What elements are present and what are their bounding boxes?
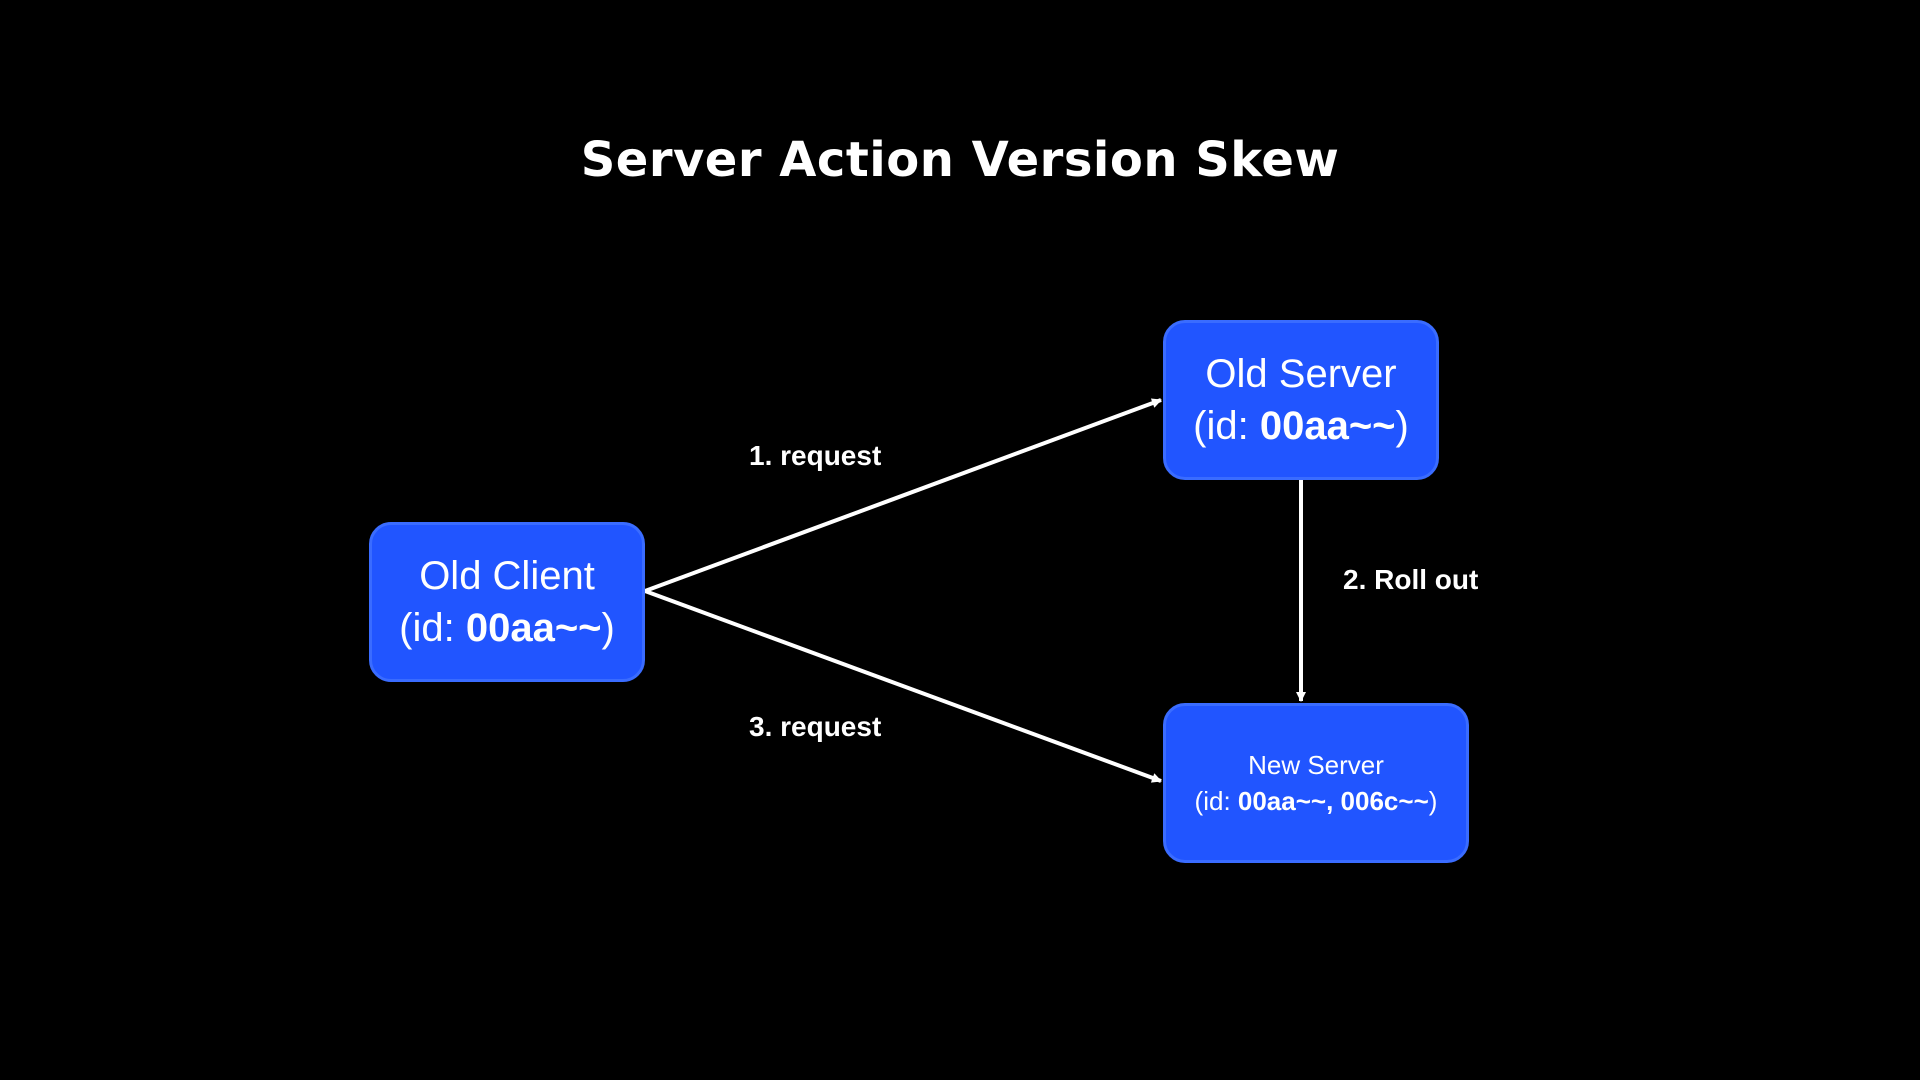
id-prefix: (id: <box>399 606 466 650</box>
edge-label-roll-out: 2. Roll out <box>1343 564 1479 595</box>
id-prefix: (id: <box>1193 404 1260 448</box>
id-prefix: (id: <box>1194 786 1238 816</box>
node-old-server-id-line: (id: 00aa~~) <box>1193 400 1409 452</box>
node-old-client-name: Old Client <box>419 554 595 598</box>
edge-request-3-arrow <box>644 589 1162 783</box>
id-suffix: ) <box>1428 786 1438 816</box>
id-suffix: ) <box>601 606 615 650</box>
node-new-server-ids: 00aa~~, 006c~~ <box>1237 786 1429 816</box>
node-new-server-id-line: (id: 00aa~~, 006c~~) <box>1195 783 1438 819</box>
edge-request-1-arrow <box>644 398 1162 593</box>
diagram-title: Server Action Version Skew <box>580 132 1340 188</box>
edge-label-request-1: 1. request <box>749 440 882 471</box>
node-old-client-id: 00aa~~ <box>465 606 602 650</box>
edge-label-request-3: 3. request <box>749 711 882 742</box>
node-old-client: Old Client (id: 00aa~~) <box>369 522 645 682</box>
node-old-server-name: Old Server <box>1205 352 1397 396</box>
node-old-server: Old Server (id: 00aa~~) <box>1163 320 1439 480</box>
id-suffix: ) <box>1395 404 1409 448</box>
node-old-client-id-line: (id: 00aa~~) <box>399 602 615 654</box>
node-new-server-name: New Server <box>1248 749 1384 780</box>
node-old-server-id: 00aa~~ <box>1259 404 1396 448</box>
node-new-server: New Server (id: 00aa~~, 006c~~) <box>1163 703 1469 863</box>
